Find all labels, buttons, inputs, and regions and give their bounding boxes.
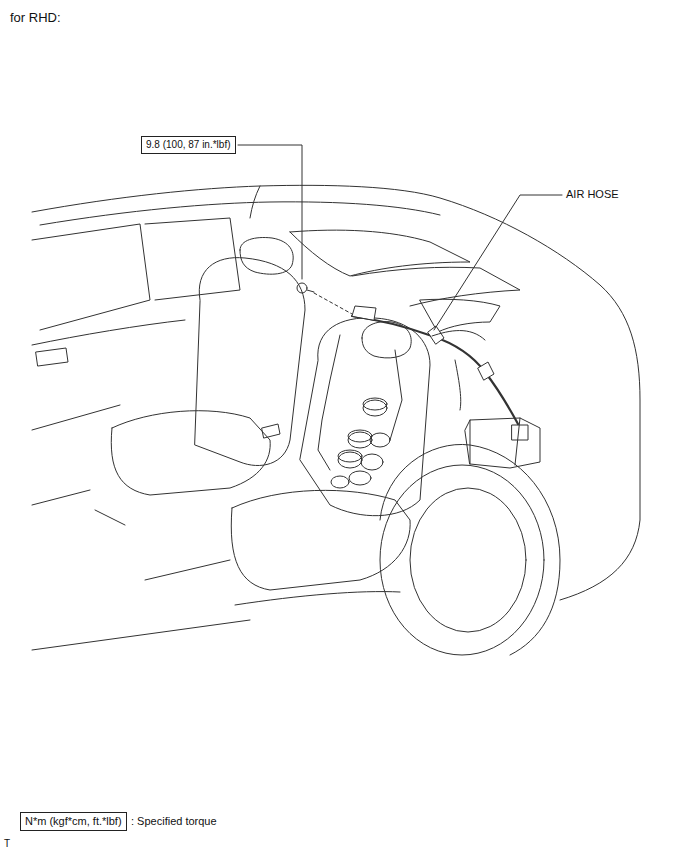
front-seat-back [195, 258, 305, 466]
body-outline [32, 185, 640, 600]
harness [390, 350, 402, 440]
rear-window [290, 230, 470, 276]
front-seat-cushion [111, 411, 270, 495]
pump-module [465, 418, 540, 468]
seat-belt-buckle [262, 424, 280, 438]
floor-line [235, 592, 400, 605]
tray-vent [420, 299, 500, 332]
rear-seat-cushion [231, 490, 410, 590]
air-hose [352, 316, 518, 424]
tire [380, 465, 544, 655]
wheel-arch [380, 444, 560, 655]
bolt [307, 290, 314, 292]
door-handle [36, 348, 68, 366]
front-window [32, 224, 150, 330]
air-cells [331, 398, 390, 488]
hose-clamp [478, 362, 494, 380]
torque-unit-box: N*m (kgf*cm, ft.*lbf) [20, 812, 127, 831]
harness [318, 335, 340, 470]
door-line [32, 405, 120, 430]
door-line [32, 320, 185, 345]
front-headrest [240, 238, 293, 275]
figure-code: T [4, 838, 10, 850]
hose-connector [352, 306, 376, 320]
harness [432, 331, 485, 411]
page-title: for RHD: [10, 10, 61, 26]
leader-line [238, 145, 302, 279]
sill-line [32, 490, 90, 505]
node-text: 9.8 (100, 87 in.*lbf) [146, 139, 231, 150]
connector [512, 425, 528, 440]
leader-line [434, 195, 562, 330]
package-tray [352, 267, 520, 306]
rim [410, 488, 526, 632]
floor-line [32, 620, 250, 650]
floor-line [145, 560, 230, 580]
bolt [297, 283, 307, 293]
legend-note: : Specified torque [131, 815, 217, 828]
roof-line [40, 202, 440, 225]
install-line [314, 293, 352, 314]
sill-line [95, 510, 125, 525]
part-name: AIR HOSE [566, 188, 619, 201]
pillar-line [250, 186, 260, 218]
torque-box: 9.8 (100, 87 in.*lbf) [141, 136, 236, 154]
node-text: N*m (kgf*cm, ft.*lbf) [25, 815, 122, 827]
